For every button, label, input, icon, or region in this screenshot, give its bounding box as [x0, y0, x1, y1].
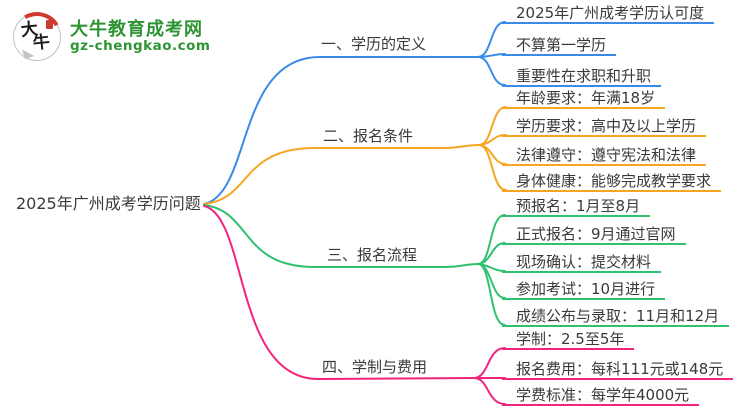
logo-glyph-2: 牛: [31, 32, 51, 54]
branch-2-connectors: [203, 106, 507, 205]
leaf-node[interactable]: 身体健康：能够完成教学要求: [502, 172, 722, 192]
root-node[interactable]: 2025年广州成考学历问题: [16, 194, 201, 213]
leaf-node[interactable]: 现场确认：提交材料: [502, 253, 662, 273]
logo-bubble-icon: 大 牛: [13, 13, 61, 61]
branch-4-connectors: [203, 205, 506, 405]
branch-node-3[interactable]: 三、报名流程: [327, 246, 418, 264]
leaf-node[interactable]: 参加考试：10月进行: [502, 280, 666, 300]
leaf-node[interactable]: 预报名：1月至8月: [502, 197, 651, 217]
leaf-node[interactable]: 2025年广州成考学历认可度: [502, 4, 715, 24]
leaf-node[interactable]: 学费标准：每学年4000元: [502, 386, 700, 406]
logo-text: 大牛教育成考网 gz-chengkao.com: [70, 18, 211, 55]
branch-node-1[interactable]: 一、学历的定义: [321, 35, 427, 53]
branch-node-4[interactable]: 四、学制与费用: [322, 358, 428, 376]
leaf-node[interactable]: 报名费用：每科111元或148元: [502, 360, 734, 380]
branch-3-connectors: [203, 204, 506, 326]
leaf-node[interactable]: 学制：2.5至5年: [502, 330, 635, 350]
branch-node-2[interactable]: 二、报名条件: [323, 127, 414, 145]
leaf-node[interactable]: 不算第一学历: [502, 36, 617, 56]
leaf-node[interactable]: 年龄要求：年满18岁: [502, 89, 666, 109]
site-domain: gz-chengkao.com: [70, 38, 211, 55]
logo-seal-icon: [46, 20, 53, 29]
leaf-node[interactable]: 成绩公布与录取：11月和12月: [502, 307, 730, 327]
site-logo[interactable]: 大 牛 大牛教育成考网 gz-chengkao.com: [13, 13, 211, 61]
leaf-node[interactable]: 重要性在求职和升职: [502, 67, 662, 87]
leaf-node[interactable]: 法律遵守：遵守宪法和法律: [502, 146, 707, 166]
branch-1-connectors: [203, 21, 506, 205]
leaf-node[interactable]: 正式报名：9月通过官网: [502, 225, 686, 245]
site-name: 大牛教育成考网: [70, 18, 203, 40]
leaf-node[interactable]: 学历要求：高中及以上学历: [502, 117, 707, 137]
